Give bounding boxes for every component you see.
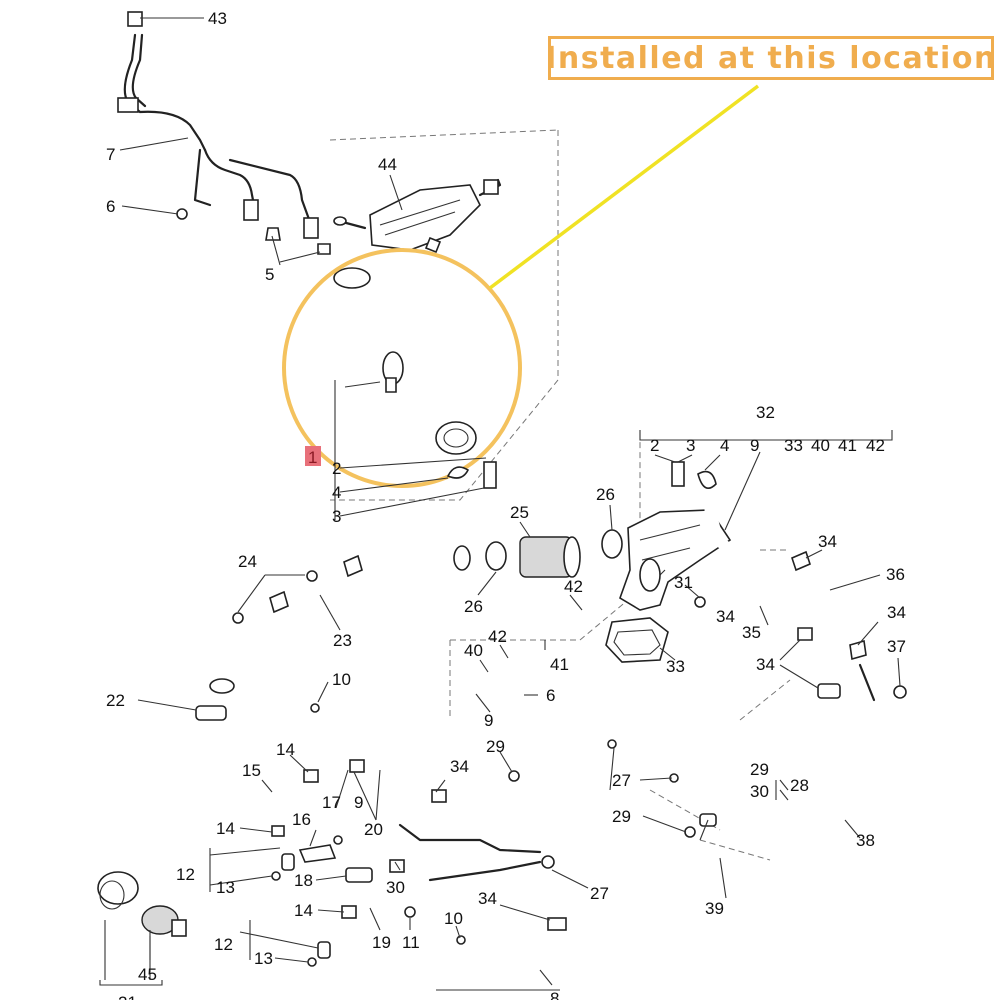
label-19: 19 <box>372 933 391 952</box>
part-labels: 43 7 6 5 44 1 2 4 3 32 2 3 4 9 33 40 41 … <box>106 9 906 1000</box>
label-24: 24 <box>238 552 257 571</box>
label-2: 2 <box>332 459 341 478</box>
label-30: 30 <box>386 878 405 897</box>
label-30b: 30 <box>750 782 769 801</box>
label-36: 36 <box>886 565 905 584</box>
callout-pointer <box>488 84 760 290</box>
label-15: 15 <box>242 761 261 780</box>
label-42c: 42 <box>488 627 507 646</box>
label-26b: 26 <box>464 597 483 616</box>
label-40: 40 <box>811 436 830 455</box>
label-10: 10 <box>332 670 351 689</box>
callout-box: Installed at this location <box>545 36 997 80</box>
label-43: 43 <box>208 9 227 28</box>
label-34f: 34 <box>478 889 497 908</box>
label-41b: 41 <box>550 655 569 674</box>
label-10b: 10 <box>444 909 463 928</box>
label-34e: 34 <box>450 757 469 776</box>
callout-text: Installed at this location <box>545 40 997 76</box>
bolt-6 <box>176 208 188 220</box>
label-3: 3 <box>332 507 341 526</box>
cooler-assembly-44 <box>333 178 502 254</box>
clamp-5 <box>265 227 281 241</box>
label-3b: 3 <box>686 436 695 455</box>
label-12b: 12 <box>214 935 233 954</box>
label-8: 8 <box>550 989 559 1000</box>
label-7: 7 <box>106 145 115 164</box>
group-frames <box>329 129 791 861</box>
label-32: 32 <box>756 403 775 422</box>
label-22: 22 <box>106 691 125 710</box>
label-14: 14 <box>276 740 295 759</box>
clip-5b <box>303 217 319 239</box>
label-4b: 4 <box>720 436 729 455</box>
highlight-badge <box>305 446 321 466</box>
connector-7 <box>117 97 139 113</box>
label-41: 41 <box>838 436 857 455</box>
main-pipe-23 <box>209 529 623 694</box>
label-13b: 13 <box>254 949 273 968</box>
label-14b: 14 <box>216 819 235 838</box>
label-40b: 40 <box>464 641 483 660</box>
clip-43 <box>127 11 143 27</box>
label-4: 4 <box>332 483 341 502</box>
right-hoses <box>746 550 907 891</box>
label-21: 21 <box>118 993 137 1000</box>
lower-left-hose <box>97 705 227 986</box>
label-42: 42 <box>866 436 885 455</box>
highlight-ring <box>282 248 522 488</box>
label-16: 16 <box>292 810 311 829</box>
label-17: 17 <box>322 793 341 812</box>
label-28: 28 <box>790 776 809 795</box>
label-14c: 14 <box>294 901 313 920</box>
center-pipe-network <box>398 706 731 882</box>
label-27: 27 <box>612 771 631 790</box>
label-37: 37 <box>887 637 906 656</box>
hose-1-fittings <box>334 380 497 520</box>
label-44: 44 <box>378 155 397 174</box>
label-6b: 6 <box>546 686 555 705</box>
label-25: 25 <box>510 503 529 522</box>
thermostat-housing-32 <box>605 430 893 663</box>
label-27b: 27 <box>590 884 609 903</box>
label-12: 12 <box>176 865 195 884</box>
label-2b: 2 <box>650 436 659 455</box>
label-33: 33 <box>784 436 803 455</box>
leader-lines <box>119 17 901 986</box>
label-34a: 34 <box>818 532 837 551</box>
label-20: 20 <box>364 820 383 839</box>
label-26: 26 <box>596 485 615 504</box>
middle-small-hoses <box>209 703 567 991</box>
label-34b: 34 <box>716 607 735 626</box>
highlighted-hose-1 <box>333 267 478 455</box>
label-9b: 9 <box>484 711 493 730</box>
label-5: 5 <box>265 265 274 284</box>
label-9: 9 <box>750 436 759 455</box>
label-34c: 34 <box>887 603 906 622</box>
label-38: 38 <box>856 831 875 850</box>
label-39: 39 <box>705 899 724 918</box>
label-11: 11 <box>402 933 420 952</box>
label-33b: 33 <box>666 657 685 676</box>
label-35: 35 <box>742 623 761 642</box>
label-42b: 42 <box>564 577 583 596</box>
label-29: 29 <box>486 737 505 756</box>
label-29b: 29 <box>612 807 631 826</box>
label-31: 31 <box>674 573 693 592</box>
label-23: 23 <box>333 631 352 650</box>
label-1: 1 <box>308 448 317 467</box>
label-29c: 29 <box>750 760 769 779</box>
label-13: 13 <box>216 878 235 897</box>
label-6: 6 <box>106 197 115 216</box>
clip-5a <box>243 199 259 221</box>
clamp-5c <box>317 243 331 255</box>
label-45: 45 <box>138 965 157 984</box>
upper-breather-tube <box>117 11 331 255</box>
label-18: 18 <box>294 871 313 890</box>
label-9c: 9 <box>354 793 363 812</box>
label-34d: 34 <box>756 655 775 674</box>
